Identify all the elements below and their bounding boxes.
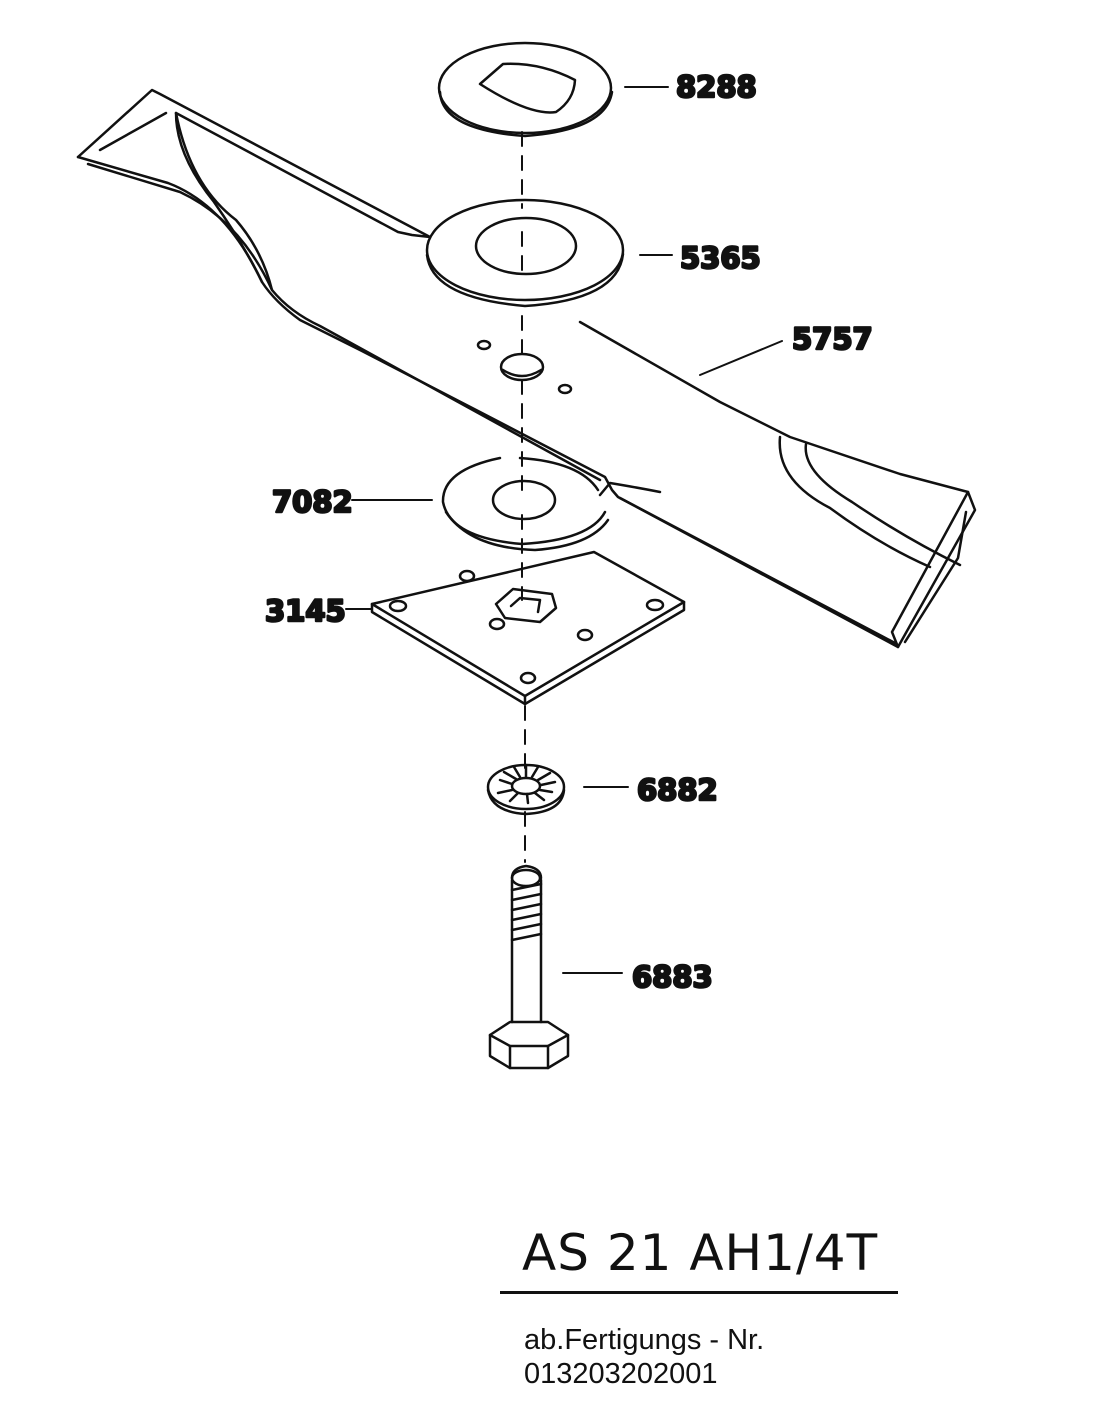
label-8288: 8288 [676, 70, 757, 104]
lock-washer [486, 763, 566, 816]
assembly-axis [521, 131, 526, 863]
label-5365: 5365 [680, 241, 761, 275]
label-6882: 6882 [637, 773, 718, 807]
spring-washer [441, 456, 610, 552]
washer-large [425, 198, 625, 308]
label-5757: 5757 [792, 322, 873, 356]
serial-block: ab.Fertigungs - Nr. 013203202001 [524, 1323, 764, 1391]
mounting-plate [370, 550, 686, 706]
serial-number: 013203202001 [524, 1358, 718, 1390]
model-title: AS 21 AH1/4T [522, 1224, 879, 1282]
label-6883: 6883 [632, 960, 713, 994]
hex-bolt [488, 864, 570, 1070]
title-underline [500, 1291, 898, 1294]
serial-caption: ab.Fertigungs - Nr. [524, 1324, 765, 1356]
label-3145: 3145 [265, 594, 346, 628]
leader-lines [345, 86, 783, 974]
label-7082: 7082 [272, 485, 353, 519]
blade [76, 88, 977, 649]
washer-top [437, 41, 614, 138]
